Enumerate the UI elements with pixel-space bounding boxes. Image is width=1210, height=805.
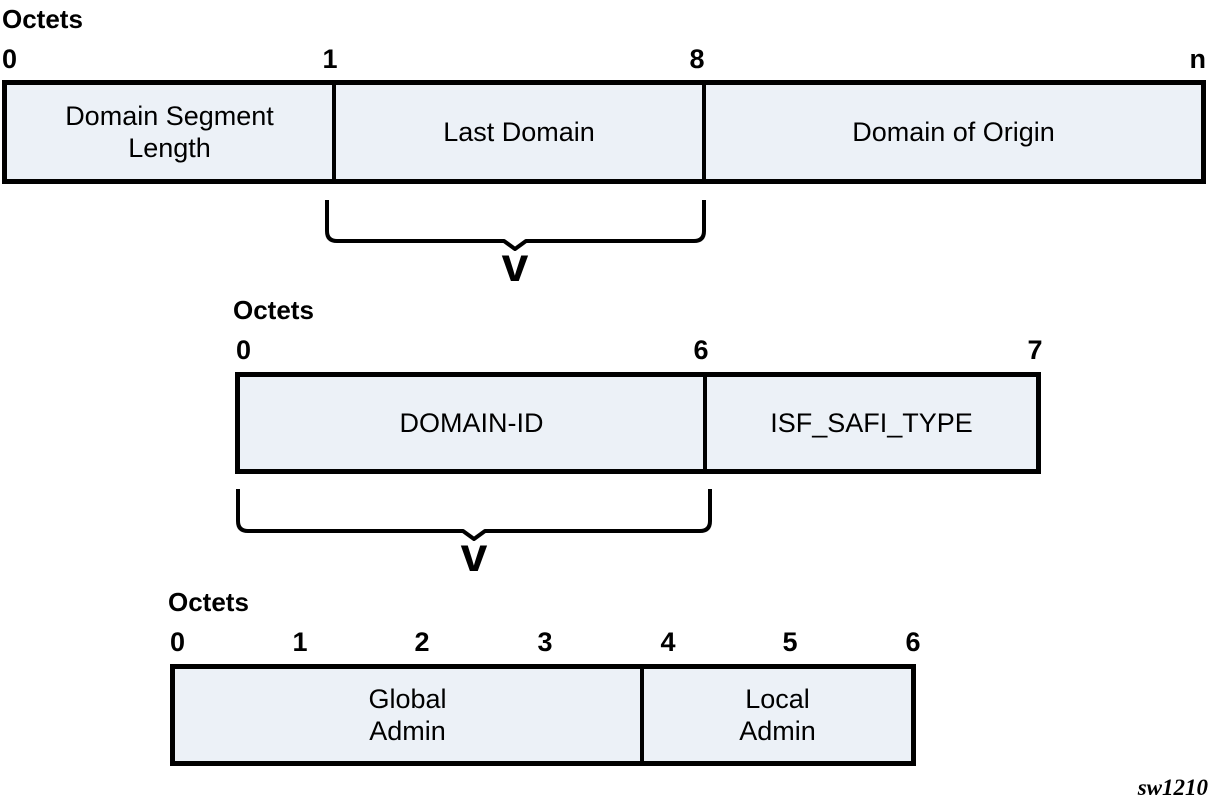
tick-label-8: 8: [689, 44, 705, 74]
tick-label-6: 6: [693, 335, 709, 365]
expansion-arrow: v: [460, 529, 488, 582]
field-cell-local-admin: Local Admin: [640, 669, 911, 761]
field-cell-domain-id: DOMAIN-ID: [240, 377, 703, 469]
field-box-admin: Global Admin Local Admin: [170, 664, 916, 766]
field-box-domain-segment: Domain Segment Length Last Domain Domain…: [2, 80, 1206, 184]
field-label: Last Domain: [443, 117, 595, 147]
tick-label-2: 2: [414, 627, 430, 657]
field-cell-last-domain: Last Domain: [332, 85, 702, 179]
field-cell-isf-safi-type: ISF_SAFI_TYPE: [703, 377, 1036, 469]
field-cell-domain-of-origin: Domain of Origin: [702, 85, 1201, 179]
field-label: Domain of Origin: [852, 117, 1055, 147]
tick-label-1: 1: [292, 627, 308, 657]
field-box-domain-id: DOMAIN-ID ISF_SAFI_TYPE: [235, 372, 1041, 474]
tick-label-6: 6: [905, 627, 921, 657]
tick-label-4: 4: [660, 627, 676, 657]
octets-label: Octets: [168, 587, 249, 617]
field-label: DOMAIN-ID: [399, 408, 544, 438]
tick-label-3: 3: [537, 627, 553, 657]
tick-label-n: n: [1189, 44, 1207, 74]
field-label: Global Admin: [368, 684, 447, 746]
field-cell-domain-segment-length: Domain Segment Length: [7, 85, 332, 179]
field-label: Domain Segment Length: [65, 101, 274, 163]
tick-label-1: 1: [322, 44, 338, 74]
expansion-brace: [236, 489, 712, 541]
expansion-arrow: v: [501, 239, 529, 292]
octets-label: Octets: [233, 295, 314, 325]
tick-label-7: 7: [1027, 335, 1043, 365]
field-label: ISF_SAFI_TYPE: [770, 408, 973, 438]
field-label: Local Admin: [739, 684, 816, 746]
figure-watermark: sw1210: [1137, 775, 1208, 800]
tick-label-0: 0: [236, 335, 252, 365]
tick-label-5: 5: [782, 627, 798, 657]
tick-label-0: 0: [2, 44, 18, 74]
expansion-brace: [325, 200, 706, 251]
octets-label: Octets: [2, 4, 83, 34]
tick-label-0: 0: [170, 627, 186, 657]
field-cell-global-admin: Global Admin: [175, 669, 640, 761]
